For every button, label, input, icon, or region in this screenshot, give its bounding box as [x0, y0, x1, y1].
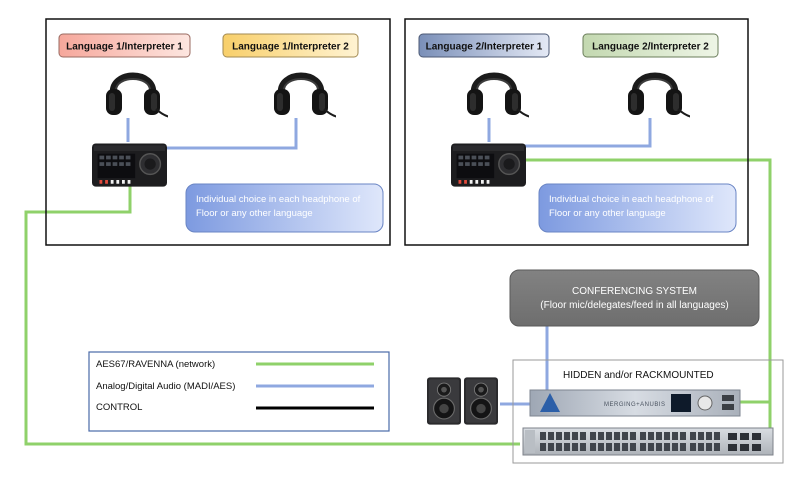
headphones-icon [274, 76, 351, 121]
booth-2-info-line-1: Individual choice in each headphone of [549, 194, 714, 205]
rack-title: HIDDEN and/or RACKMOUNTED [563, 370, 714, 381]
headphones-icon [106, 76, 183, 121]
booth-1-info-line-2: Floor or any other language [196, 208, 313, 219]
audio-interface-device: MERGING+ANUBIS [529, 389, 741, 417]
booth-2-interpreter-2-label: Language 2/Interpreter 2 [582, 33, 719, 58]
booth-1-interpreter-1-label: Language 1/Interpreter 1 [58, 33, 191, 58]
booth-1-interpreter-2-text: Language 1/Interpreter 2 [232, 42, 349, 53]
booth-2-info-box: Individual choice in each headphone of F… [538, 183, 737, 233]
network-line-booth1 [24, 182, 520, 446]
booth-1-interpreter-1-text: Language 1/Interpreter 1 [66, 42, 183, 53]
device-knob [697, 395, 713, 411]
monitor-controller-icon [451, 142, 526, 188]
conferencing-subtitle: (Floor mic/delegates/feed in all languag… [540, 300, 728, 311]
conferencing-title: CONFERENCING SYSTEM [572, 286, 697, 297]
booth-1-frame [45, 18, 391, 246]
headphones-icon [467, 76, 544, 121]
booth-1-info-line-1: Individual choice in each headphone of [196, 194, 361, 205]
device-screen [671, 394, 691, 412]
speaker-icon [464, 377, 498, 425]
legend-label-audio: Analog/Digital Audio (MADI/AES) [96, 381, 235, 392]
audio-line-b1-hp2 [166, 118, 298, 150]
speaker-icon [427, 377, 461, 425]
legend-label-network: AES67/RAVENNA (network) [96, 359, 215, 370]
booth-2-frame [404, 18, 749, 246]
legend-item: Analog/Digital Audio (MADI/AES) [96, 381, 374, 392]
network-switch-device [522, 427, 774, 456]
rack-frame [512, 359, 784, 464]
legend-item: CONTROL [96, 402, 374, 413]
legend-label-control: CONTROL [96, 402, 142, 413]
headphones-icon [628, 76, 705, 121]
audio-line-b2-hp2 [525, 118, 652, 148]
brand-logo-icon [540, 393, 560, 412]
legend-item: AES67/RAVENNA (network) [96, 359, 374, 370]
booth-2-interpreter-1-text: Language 2/Interpreter 1 [426, 42, 543, 53]
conferencing-system-box: CONFERENCING SYSTEM (Floor mic/delegates… [509, 269, 760, 327]
booth-2-info-line-2: Floor or any other language [549, 208, 666, 219]
legend: AES67/RAVENNA (network) Analog/Digital A… [88, 351, 390, 432]
booth-2-interpreter-2-text: Language 2/Interpreter 2 [592, 42, 709, 53]
booth-2-interpreter-1-label: Language 2/Interpreter 1 [418, 33, 550, 58]
booth-1-interpreter-2-label: Language 1/Interpreter 2 [222, 33, 359, 58]
booth-1-info-box: Individual choice in each headphone of F… [185, 183, 384, 233]
monitor-controller-icon [92, 142, 167, 188]
device-brand: MERGING+ANUBIS [604, 402, 666, 408]
audio-lines [126, 118, 652, 406]
